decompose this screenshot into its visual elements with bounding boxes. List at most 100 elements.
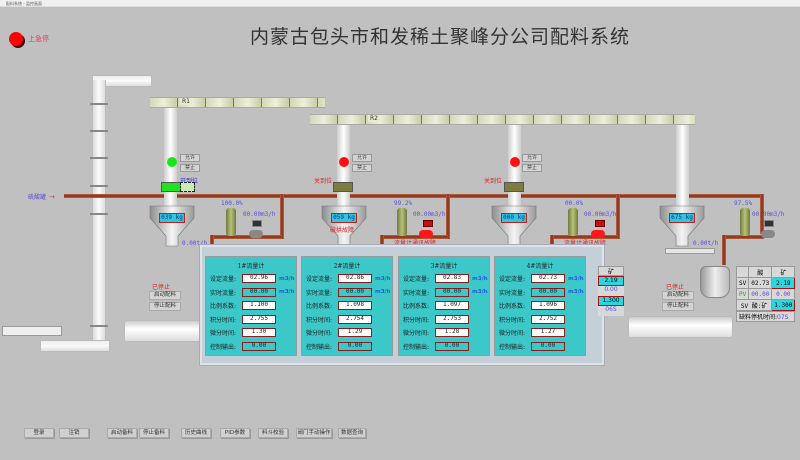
flowmeter-1-body [249,230,263,238]
left-start-batching-button[interactable]: 启动配料 [149,291,181,300]
flowmeter-row-label: 微分时间: [210,330,237,337]
acid-branch-1-h [212,235,282,239]
flowmeter-input[interactable]: 2.753 [435,314,469,324]
flowmeter-row: 比例系数:1.100 [210,300,276,311]
control-valve-3[interactable] [568,208,578,236]
control-valve-2-opening: 99.2% [394,200,413,207]
flowmeter-3-fault: 流量计通讯故障 [564,238,606,247]
bottom-button-4[interactable]: 停止备料 [139,428,169,438]
stop-time-value: 07S [777,314,789,321]
flowmeter-row: 比例系数:1.097 [403,300,469,311]
silo-3-gate-valve[interactable] [504,182,524,192]
flowmeter-title: 1#流量计 [237,263,265,270]
right-start-batching-button[interactable]: 启动配料 [662,291,694,300]
mid-sv-input[interactable]: 2.19 [598,276,624,286]
flowmeter-row: 积分时间:2.752 [499,314,565,325]
page-title: 内蒙古包头市和发稀土聚峰分公司配料系统 [250,26,631,48]
screw-conveyor-2-label: R2 [368,115,380,122]
flowmeter-input[interactable]: 1.097 [435,301,469,310]
flowmeter-input[interactable]: 2.752 [531,314,565,324]
flowmeter-row-label: 设定流量: [306,276,333,283]
flowmeter-readout: 00.00 [435,287,469,297]
flowmeter-row-label: 设定流量: [499,276,526,283]
flowmeter-row-label: 微分时间: [499,330,526,337]
flowmeter-row-label: 微分时间: [403,330,430,337]
flowmeter-row-label: 控制输出: [306,343,333,351]
flowmeter-input[interactable]: 2.754 [338,314,372,324]
mid-table-header: 矿 [598,266,624,276]
flowmeter-input[interactable]: 1.29 [338,328,372,337]
silo-1-allow-button[interactable]: 允许 [180,154,200,162]
control-valve-2[interactable] [397,208,407,236]
flowmeter-input[interactable]: 1.28 [435,328,469,337]
flowmeter-2-head [423,220,433,227]
control-valve-1-opening: 100.0% [221,200,243,207]
flowmeter-2-body [419,230,433,238]
silo-2-gate-valve[interactable] [333,182,353,192]
silo-2-forbid-button[interactable]: 禁止 [352,164,372,172]
sv-label: SV [735,277,750,289]
control-valve-4[interactable] [740,208,750,236]
silo-1-gate-valve[interactable] [161,182,181,192]
stop-time-label: 缺料停机时间: [739,314,778,321]
flowmeter-unit: m3/h [279,275,295,282]
mid-ratio-table: 矿 2.19 0.00 1.300 06S [598,266,624,316]
silo-1-forbid-button[interactable]: 禁止 [180,164,200,172]
left-stop-batching-button[interactable]: 停止配料 [149,302,181,311]
flowmeter-input[interactable]: 1.098 [338,301,372,310]
flowmeter-row-label: 比例系数: [306,303,333,310]
flowmeter-unit: m3/h [568,289,584,295]
control-valve-1[interactable] [226,208,236,236]
acid-branch-2-h [382,235,448,239]
screw-conveyor-1-label: R1 [180,98,192,105]
silo-2-allow-button[interactable]: 允许 [352,154,372,162]
flowmeter-readout: 0.00 [531,341,565,351]
bottom-button-3[interactable]: 启动备料 [107,428,137,438]
flowmeter-input[interactable]: 02.83 [435,274,469,283]
flowmeter-input[interactable]: 02.86 [338,274,372,283]
screw-conveyor-1 [150,97,325,108]
bottom-button-9[interactable]: 数据查询 [338,428,366,438]
mid-ratio-input[interactable]: 1.300 [598,296,624,306]
bottom-button-7[interactable]: 料斗校验 [258,428,288,438]
flowmeter-input[interactable]: 1.30 [242,328,276,337]
flowmeter-input[interactable]: 1.096 [531,301,565,310]
flowmeter-input[interactable]: 02.73 [531,274,565,283]
flowmeter-1-flow: 00.00m3/h [243,211,276,218]
bottom-button-8[interactable]: 阀门手动操作 [296,428,332,438]
flowmeter-input[interactable]: 02.96 [242,274,276,283]
emergency-stop-button[interactable] [9,32,23,46]
flowmeter-1-head [252,220,262,227]
silo-4-feed-rate: 0.00t/h [693,240,719,247]
acid-branch-4-v [722,235,726,265]
flowmeter-row-label: 实时流量: [499,289,526,297]
bottom-button-5[interactable]: 历史曲线 [181,428,211,438]
bottom-button-6[interactable]: PID参数 [220,428,250,438]
flowmeter-unit: m3/h [568,275,584,282]
flowmeter-input[interactable]: 2.755 [242,314,276,324]
silo-3-forbid-button[interactable]: 禁止 [522,164,542,172]
flowmeter-input[interactable]: 1.27 [531,328,565,337]
ratio-input[interactable]: 1.300 [771,299,796,311]
sv-acid: 02.73 [748,277,773,289]
pv-acid: 00.00 [748,288,773,300]
flowmeter-row-label: 比例系数: [499,303,526,310]
acid-pipe-drop [760,194,764,234]
flowmeter-row: 控制输出:0.00 [210,341,276,352]
flowmeter-row-label: 设定流量: [403,276,430,283]
silo-3-allow-button[interactable]: 允许 [522,154,542,162]
flowmeter-readout: 00.00 [531,287,565,297]
elevator-flange [90,157,108,159]
right-stop-batching-button[interactable]: 停止配料 [662,302,694,311]
bottom-button-2[interactable]: 注销 [59,428,89,438]
bottom-button-1[interactable]: 登录 [24,428,54,438]
elevator-flange [90,103,108,105]
silo-2-status-led [339,157,349,167]
sv-ore-input[interactable]: 2.19 [771,277,796,289]
flowmeter-input[interactable]: 1.100 [242,301,276,310]
flowmeter-row-label: 实时流量: [403,289,430,297]
